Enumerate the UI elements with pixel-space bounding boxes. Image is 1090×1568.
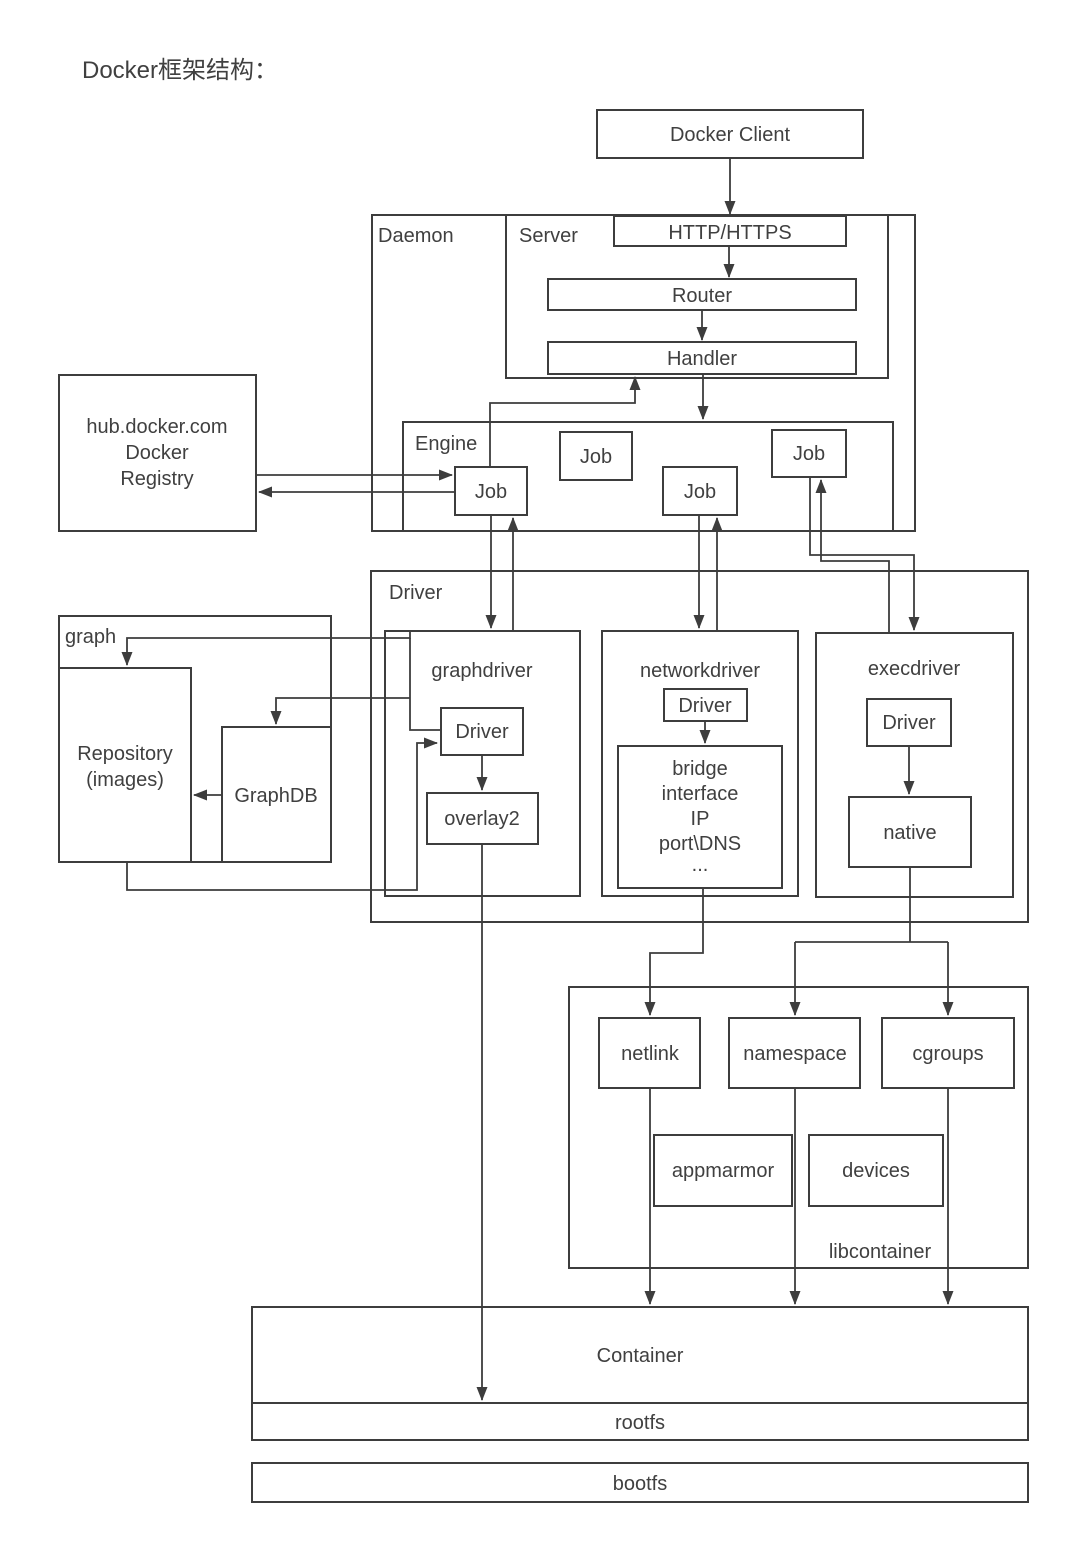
- container-label: Container: [597, 1345, 684, 1367]
- cgroups-box: [881, 1017, 1015, 1089]
- job4-label: Job: [793, 443, 825, 465]
- arrow-job4-to-execdriver: [809, 477, 920, 631]
- job1-box: [454, 466, 528, 516]
- bridge-label-line4: port\DNS: [659, 833, 741, 855]
- native-box: [848, 796, 972, 868]
- rootfs-box: [251, 1402, 1029, 1441]
- bridge-label-line1: bridge: [672, 758, 728, 780]
- libcontainer-label: libcontainer: [829, 1241, 932, 1263]
- bridge-label-line2: interface: [662, 783, 739, 805]
- registry-box: [58, 374, 257, 532]
- arrow-repository-to-driver: [126, 737, 438, 891]
- router-label: Router: [672, 285, 732, 307]
- page-title: Docker框架结构：: [82, 57, 278, 84]
- netlink-box: [598, 1017, 701, 1089]
- job1-label: Job: [475, 481, 507, 503]
- engine-label: Engine: [415, 433, 477, 455]
- bridge-label-line3: IP: [691, 808, 710, 830]
- arrow-job1-to-handler: [489, 376, 641, 467]
- namespace-box: [728, 1017, 861, 1089]
- router-box: [547, 278, 857, 311]
- execdriver-label: execdriver: [868, 658, 961, 680]
- repository-label-line2: (images): [86, 769, 164, 791]
- native-label: native: [883, 822, 936, 844]
- registry-label-line3: Registry: [120, 468, 193, 490]
- overlay2-label: overlay2: [444, 808, 520, 830]
- graphdb-box: [221, 726, 332, 863]
- docker-client-label: Docker Client: [670, 124, 790, 146]
- http-https-label: HTTP/HTTPS: [668, 222, 791, 244]
- graph-label: graph: [65, 626, 116, 648]
- devices-box: [808, 1134, 944, 1207]
- bridge-label-line5: ...: [692, 854, 709, 876]
- graphdriver-driver-label: Driver: [455, 721, 509, 743]
- cgroups-label: cgroups: [912, 1043, 983, 1065]
- registry-label-line1: hub.docker.com: [86, 416, 227, 438]
- registry-label-line2: Docker: [125, 442, 189, 464]
- line-graphdriver-driver-junction: [409, 638, 440, 731]
- connectors: [121, 158, 954, 1401]
- namespace-label: namespace: [743, 1043, 846, 1065]
- job2-label: Job: [580, 446, 612, 468]
- graphdriver-label: graphdriver: [431, 660, 533, 682]
- arrow-execdriver-to-job4: [815, 479, 890, 633]
- job4-box: [771, 429, 847, 478]
- arrow-graphdriver-to-repository: [121, 632, 411, 666]
- handler-box: [547, 341, 857, 375]
- server-label: Server: [519, 225, 578, 247]
- overlay2-box: [426, 792, 539, 845]
- graphdriver-driver-box: [440, 707, 524, 756]
- arrow-driver-to-graphdb: [270, 697, 410, 725]
- handler-label: Handler: [667, 348, 737, 370]
- arrow-bridge-to-netlink: [644, 888, 704, 1016]
- networkdriver-label: networkdriver: [640, 660, 760, 682]
- execdriver-driver-box: [866, 698, 952, 747]
- http-https-box: [613, 215, 847, 247]
- execdriver-driver-label: Driver: [882, 712, 936, 734]
- networkdriver-driver-label: Driver: [678, 695, 732, 717]
- bootfs-box: [251, 1462, 1029, 1503]
- bridge-box: [617, 745, 783, 889]
- graphdb-label: GraphDB: [234, 785, 317, 807]
- daemon-label: Daemon: [378, 225, 454, 247]
- repository-label-line1: Repository: [77, 743, 173, 765]
- netlink-label: netlink: [621, 1043, 680, 1065]
- job3-box: [662, 466, 738, 516]
- job2-box: [559, 431, 633, 481]
- job3-label: Job: [684, 481, 716, 503]
- appmarmor-label: appmarmor: [672, 1160, 775, 1182]
- driver-group-label: Driver: [389, 582, 443, 604]
- devices-label: devices: [842, 1160, 910, 1182]
- repository-box: [58, 667, 192, 863]
- appmarmor-box: [653, 1134, 793, 1207]
- rootfs-label: rootfs: [615, 1412, 665, 1434]
- bootfs-label: bootfs: [613, 1473, 667, 1495]
